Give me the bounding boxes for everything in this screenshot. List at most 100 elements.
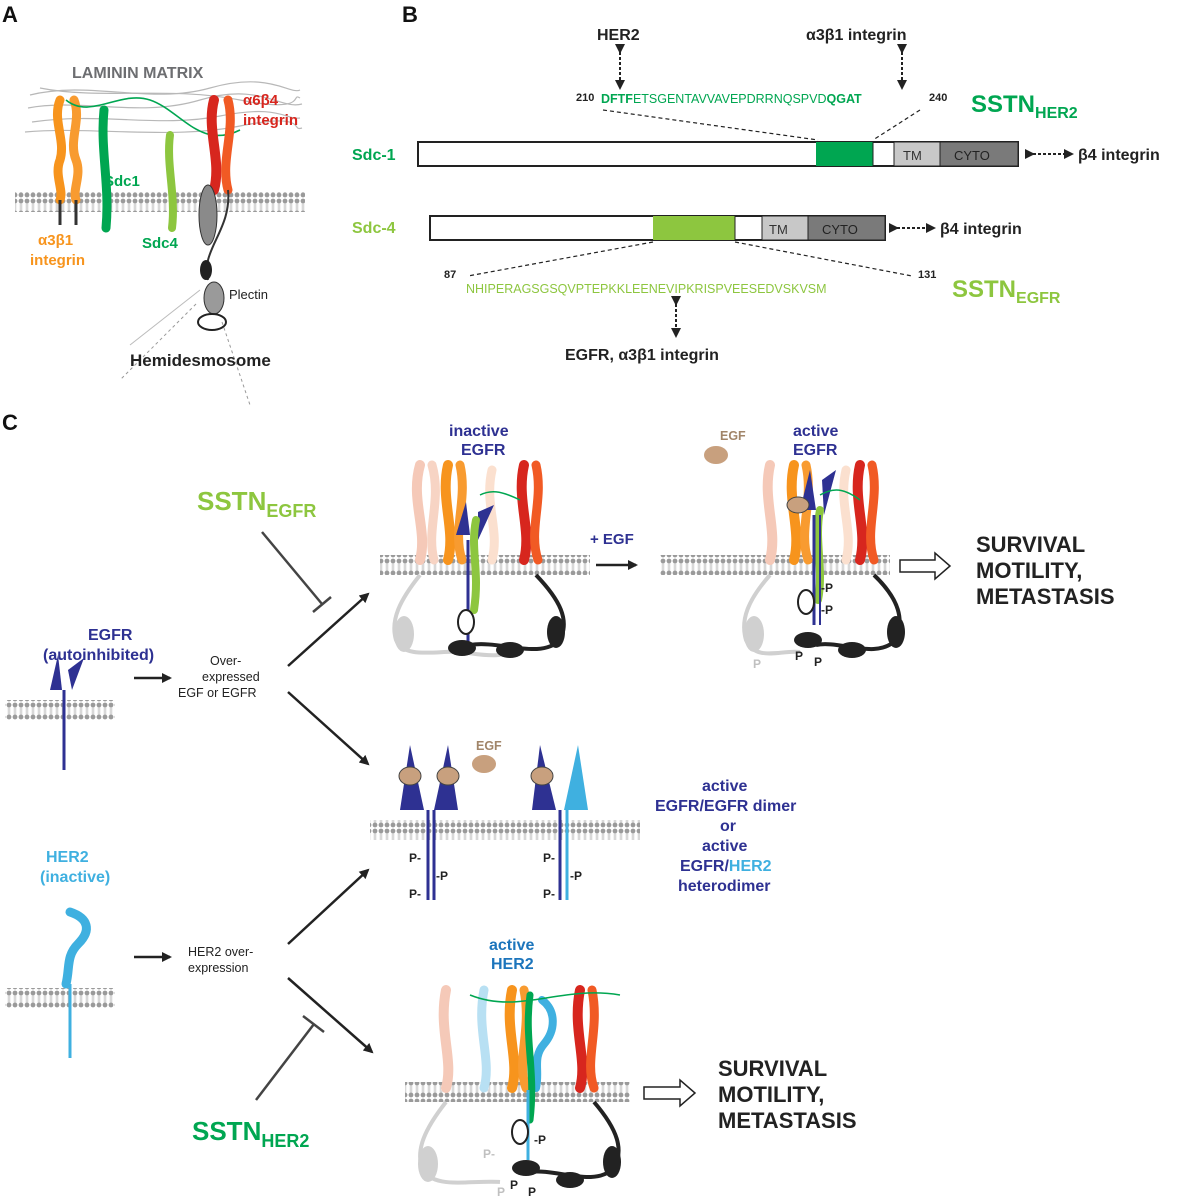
panel-letter-c: C bbox=[2, 410, 18, 435]
sdc1-a bbox=[98, 105, 112, 233]
active-her2-line1: active bbox=[489, 937, 534, 954]
her2-inactive-line1: HER2 bbox=[46, 849, 89, 866]
active-egfr-line1: active bbox=[793, 423, 838, 440]
active-her2-complex bbox=[418, 985, 621, 1188]
p-her2-3: P bbox=[497, 1185, 505, 1199]
hemidesmosome-label: Hemidesmosome bbox=[130, 351, 271, 370]
panel-c: SSTNEGFR EGFR (autoinhibited) Over- expr… bbox=[5, 423, 1115, 1199]
active-egfr-complex bbox=[742, 460, 905, 658]
active-her2-line2: HER2 bbox=[491, 956, 534, 973]
p-her2-4: P bbox=[510, 1178, 518, 1192]
seq2-end: 131 bbox=[918, 269, 936, 281]
p-label-3: P bbox=[753, 657, 761, 671]
panel-a: LAMININ MATRIX bbox=[15, 65, 305, 406]
egf-ligand-2 bbox=[472, 755, 496, 773]
panel-letter-b: B bbox=[402, 2, 418, 27]
a6b4-label-line2: integrin bbox=[243, 112, 298, 129]
inactive-egfr-complex bbox=[392, 460, 566, 658]
overexp-line2: expressed bbox=[202, 670, 260, 684]
p-dimer-6: P- bbox=[543, 887, 555, 901]
plus-egf-label: + EGF bbox=[590, 531, 634, 548]
p-her2-1: -P bbox=[534, 1133, 546, 1147]
egfr-auto-line1: EGFR bbox=[88, 627, 133, 644]
overexp-line3: EGF or EGFR bbox=[178, 686, 256, 700]
sdc1-cyto-label: CYTO bbox=[954, 148, 990, 163]
seq1-start: 210 bbox=[576, 92, 594, 104]
outcome1-line1: SURVIVAL bbox=[976, 532, 1085, 557]
outcome-arrow-1 bbox=[899, 551, 952, 581]
membrane-active-egfr bbox=[660, 555, 890, 575]
dimer-text-5: EGFR/HER2 bbox=[680, 858, 772, 875]
panel-letter-a: A bbox=[2, 2, 18, 27]
p-dimer-4: P- bbox=[543, 851, 555, 865]
plectin-label: Plectin bbox=[229, 287, 268, 302]
outcome2-line2: MOTILITY, bbox=[718, 1082, 824, 1107]
membrane-a bbox=[15, 192, 305, 212]
sdc4-label-a: Sdc4 bbox=[142, 235, 179, 252]
outcome2-line3: METASTASIS bbox=[718, 1108, 857, 1133]
egf-label-2: EGF bbox=[476, 739, 502, 753]
sdc4-a bbox=[165, 131, 177, 232]
a3b1-label-b: α3β1 integrin bbox=[806, 27, 907, 44]
p-her2-5: P bbox=[528, 1185, 536, 1199]
sdc4-domain-bar bbox=[429, 215, 886, 241]
sstn-her2-label-c: SSTNHER2 bbox=[192, 1116, 309, 1151]
a6b4-label-line1: α6β4 bbox=[243, 92, 279, 109]
sdc1-domain-bar bbox=[417, 141, 1019, 167]
dimer-text-4: active bbox=[702, 838, 747, 855]
active-egfr-line2: EGFR bbox=[793, 442, 838, 459]
egfr-auto-line2: (autoinhibited) bbox=[43, 647, 154, 664]
p-label-5: P bbox=[814, 655, 822, 669]
dimer-text-1: active bbox=[702, 778, 747, 795]
p-dimer-1: P- bbox=[409, 851, 421, 865]
her2-overexp-line1: HER2 over- bbox=[188, 945, 253, 959]
p-label-4: P bbox=[795, 649, 803, 663]
a3b1-label-line1: α3β1 bbox=[38, 232, 73, 249]
p-dimer-3: P- bbox=[409, 887, 421, 901]
sstn-egfr-label-b: SSTNEGFR bbox=[952, 276, 1061, 307]
panel-b: HER2 α3β1 integrin 210 DFTFETSGENTAVVAVE… bbox=[352, 27, 1160, 364]
dimer-text-2: EGFR/EGFR dimer bbox=[655, 798, 796, 815]
membrane-egfr-auto bbox=[5, 700, 115, 720]
seq1-end: 240 bbox=[929, 92, 947, 104]
her2-overexp-line2: expression bbox=[188, 961, 248, 975]
sdc1-tm-label: TM bbox=[903, 148, 922, 163]
sstn-egfr-label-c: SSTNEGFR bbox=[197, 486, 316, 521]
b4-integrin-label-2: β4 integrin bbox=[940, 221, 1022, 238]
her2-label-b: HER2 bbox=[597, 27, 640, 44]
dimer-text-3: or bbox=[720, 818, 736, 835]
b4-integrin-label-1: β4 integrin bbox=[1078, 147, 1160, 164]
laminin-matrix-label: LAMININ MATRIX bbox=[72, 65, 204, 82]
egfr-autoinhibited-receptor bbox=[50, 655, 84, 770]
sstn-her2-sequence: DFTFETSGENTAVVAVEPDRRNQSPVDQGAT bbox=[601, 92, 862, 106]
a3b1-label-line2: integrin bbox=[30, 252, 85, 269]
membrane-dimers bbox=[370, 820, 640, 840]
a3b1-integrin-a bbox=[52, 95, 83, 225]
dimer-text-6: heterodimer bbox=[678, 878, 770, 895]
membrane-her2-inactive bbox=[5, 988, 115, 1008]
p-label-2: -P bbox=[821, 603, 833, 617]
p-dimer-2: -P bbox=[436, 869, 448, 883]
membrane-inactive-egfr bbox=[380, 555, 590, 575]
sdc4-label-b: Sdc-4 bbox=[352, 220, 396, 237]
outcome2-line1: SURVIVAL bbox=[718, 1056, 827, 1081]
sdc4-cyto-label: CYTO bbox=[822, 222, 858, 237]
outcome-arrow-2 bbox=[643, 1078, 697, 1108]
sstn-egfr-sequence: NHIPERAGSGSQVPTEPKKLEENEVIPKRISPVEESEDVS… bbox=[466, 282, 827, 296]
sdc1-label-b: Sdc-1 bbox=[352, 147, 396, 164]
p-dimer-5: -P bbox=[570, 869, 582, 883]
egf-ligand-1 bbox=[704, 446, 728, 464]
outcome1-line2: MOTILITY, bbox=[976, 558, 1082, 583]
sdc1-label-a: Sdc1 bbox=[104, 173, 140, 190]
a6b4-integrin-a bbox=[119, 95, 251, 406]
sdc4-tm-label: TM bbox=[769, 222, 788, 237]
her2-inactive-line2: (inactive) bbox=[40, 869, 110, 886]
p-label-1: -P bbox=[821, 581, 833, 595]
membrane-active-her2 bbox=[405, 1082, 630, 1102]
egf-label-1: EGF bbox=[720, 429, 746, 443]
outcome1-line3: METASTASIS bbox=[976, 584, 1115, 609]
egfr-a3b1-label: EGFR, α3β1 integrin bbox=[565, 347, 719, 364]
p-her2-2: P- bbox=[483, 1147, 495, 1161]
